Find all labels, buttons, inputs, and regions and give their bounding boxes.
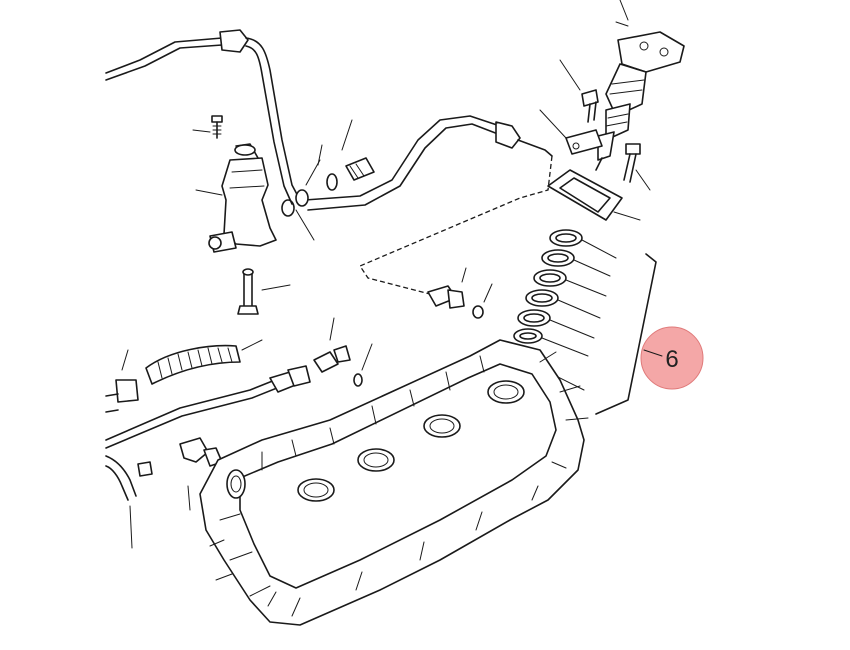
long-bolt	[237, 268, 291, 315]
return-fitting	[427, 267, 493, 319]
injector-pipe	[304, 115, 553, 211]
bolt-small	[211, 115, 223, 139]
fuel-filter-housing	[192, 129, 277, 253]
callout-6-circle	[640, 326, 704, 390]
washers-nut	[281, 119, 375, 241]
injector-clamp	[539, 59, 651, 191]
left-hose-pieces	[105, 349, 153, 549]
fuel-return-line	[105, 29, 301, 205]
o-ring-stack	[507, 229, 583, 364]
callout-6-label: 6	[665, 346, 678, 373]
flex-hose	[145, 339, 263, 385]
cylinder-head	[199, 339, 589, 626]
return-pipe-lower	[105, 317, 373, 449]
callout-6[interactable]: 6	[640, 326, 704, 390]
elbow-fitting	[179, 437, 223, 511]
injector-gasket-plate	[547, 169, 641, 221]
leader-line-dashed	[359, 155, 553, 295]
fuel-injector	[595, 0, 685, 171]
